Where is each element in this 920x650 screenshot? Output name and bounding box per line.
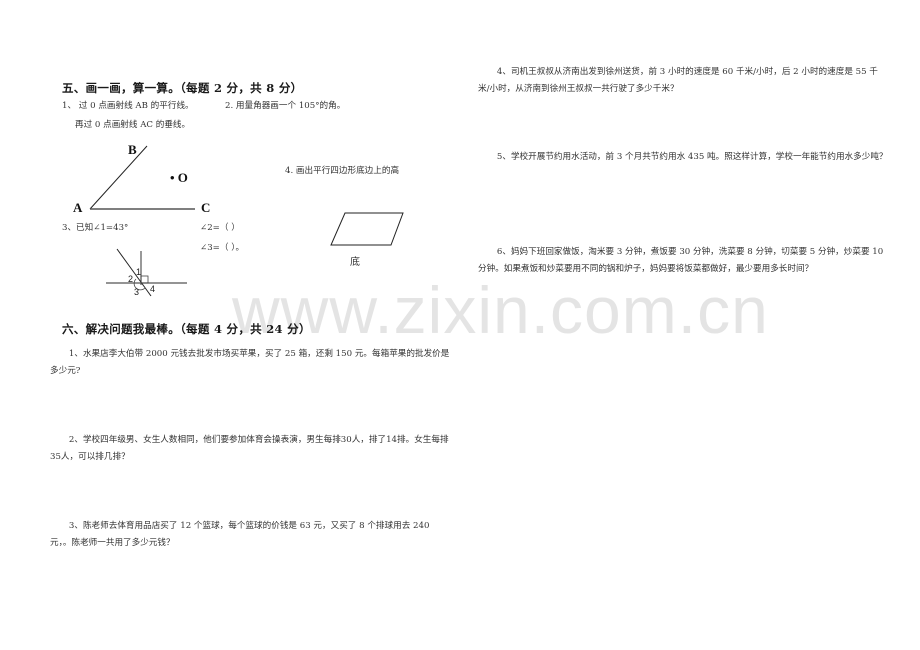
q3-angle3-blank: ∠3=（ ）。 — [200, 243, 245, 253]
problem-4: 4、司机王叔叔从济南出发到徐州送货，前 3 小时的速度是 60 千米/小时，后 … — [478, 67, 878, 94]
label-b: B — [128, 142, 137, 157]
watermark: www.zixin.com.cn — [232, 273, 769, 347]
q3-angle2-blank: ∠2=（ ） — [200, 223, 240, 233]
problem-3: 3、陈老师去体育用品店买了 12 个篮球，每个篮球的价钱是 63 元，又买了 8… — [50, 521, 430, 548]
q1-line2: 再过 0 点画射线 AC 的垂线。 — [75, 120, 191, 130]
label-a: A — [73, 200, 83, 215]
q1-line1: 1、 过 0 点画射线 AB 的平行线。 — [62, 101, 194, 111]
angle-1-label: 1 — [136, 267, 141, 277]
q3-given: 3、已知∠1=43° — [62, 223, 129, 233]
problem-2: 2、学校四年级男、女生人数相同，他们要参加体育会操表演，男生每排30人，排了14… — [50, 435, 449, 462]
angle-2-label: 2 — [128, 274, 133, 284]
section6-title: 六、解决问题我最棒。（每题 4 分，共 24 分） — [62, 322, 311, 336]
problem-1: 1、水果店李大伯带 2000 元钱去批发市场买苹果，买了 25 箱，还剩 150… — [50, 349, 450, 376]
section5-title: 五、画一画，算一算。（每题 2 分，共 8 分） — [62, 81, 303, 95]
angle-3-label: 3 — [134, 287, 139, 297]
problem-6: 6、妈妈下班回家做饭，淘米要 3 分钟，煮饭要 30 分钟，洗菜要 8 分钟，切… — [478, 247, 884, 274]
q4-text: 4. 画出平行四边形底边上的高 — [285, 166, 400, 176]
problem-5: 5、学校开展节约用水活动，前 3 个月共节约用水 435 吨。照这样计算，学校一… — [496, 152, 888, 162]
angle-4-label: 4 — [150, 284, 155, 294]
label-c: C — [201, 200, 211, 215]
point-o-label: • O — [170, 170, 188, 185]
base-label: 底 — [350, 257, 360, 268]
q2-text: 2. 用量角器画一个 105°的角。 — [225, 101, 346, 111]
